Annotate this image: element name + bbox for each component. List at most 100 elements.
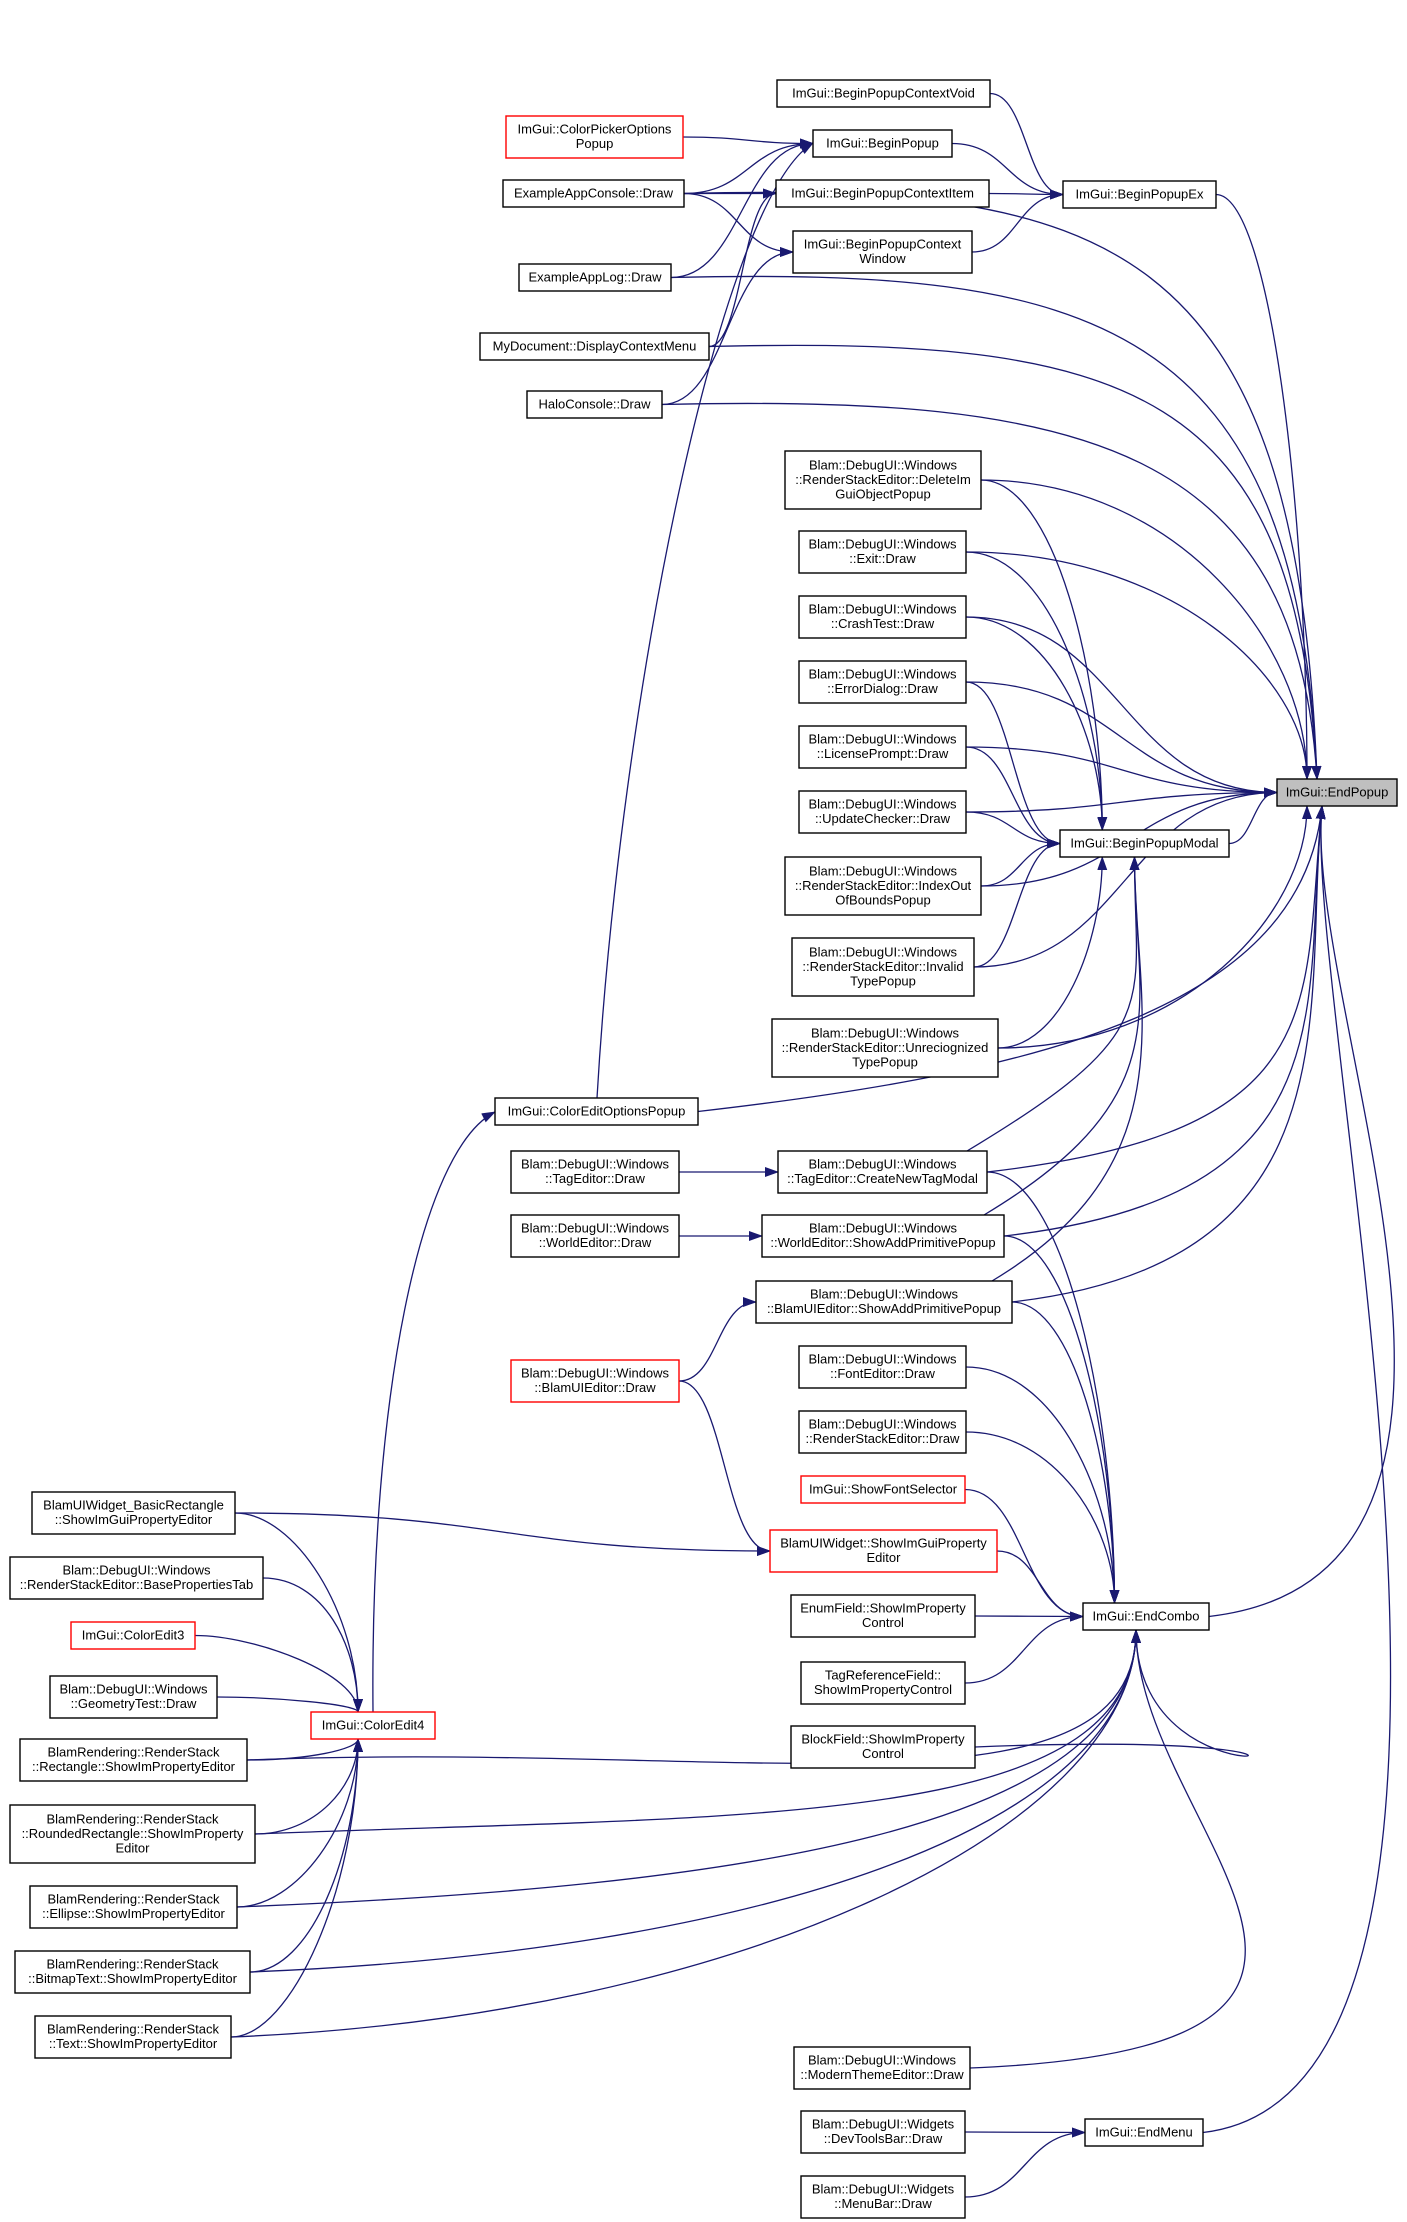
node-label-line: TagReferenceField:: [825,1668,941,1683]
node-label-line: Blam::DebugUI::Windows [521,1221,670,1236]
node-menubar[interactable]: Blam::DebugUI::Widgets::MenuBar::Draw [800,2175,966,2219]
node-enumfield[interactable]: EnumField::ShowImPropertyControl [790,1594,976,1638]
node-beginpopup[interactable]: ImGui::BeginPopup [812,129,953,158]
node-label-line: ::BlamUIEditor::Draw [534,1380,656,1395]
node-label-line: ::GeometryTest::Draw [71,1696,197,1711]
node-box [70,1621,196,1650]
node-box [14,1950,251,1994]
node-deleteimgui[interactable]: Blam::DebugUI::Windows::RenderStackEdito… [784,450,982,510]
node-createnewtagmodal[interactable]: Blam::DebugUI::Windows::TagEditor::Creat… [777,1150,988,1194]
node-exampleapplog[interactable]: ExampleAppLog::Draw [518,263,672,292]
edge-enumfield-to-endcombo [974,1611,1084,1622]
node-blamuiwidgetshow[interactable]: BlamUIWidget::ShowImGuiPropertyEditor [769,1529,998,1573]
node-box [775,179,990,208]
node-box [494,1097,699,1126]
edge-haloconsole-to-endpopup [661,402,1322,780]
node-rstext[interactable]: BlamRendering::RenderStack::Text::ShowIm… [34,2015,232,2059]
node-coloredit3[interactable]: ImGui::ColorEdit3 [70,1621,196,1650]
node-label-line: TypePopup [852,1054,918,1069]
node-box [761,1214,1005,1258]
node-rsbitmaptext[interactable]: BlamRendering::RenderStack::BitmapText::… [14,1950,251,1994]
node-label-line: ExampleAppConsole::Draw [514,185,674,200]
edge-indexoutofbounds-to-beginpopupmodal [980,838,1061,887]
node-box [784,856,982,916]
node-exampleappconsole[interactable]: ExampleAppConsole::Draw [502,179,685,208]
node-modernthemeeditor[interactable]: Blam::DebugUI::Windows::ModernThemeEdito… [793,2046,971,2090]
node-licenseprompt[interactable]: Blam::DebugUI::Windows::LicensePrompt::D… [798,725,967,769]
node-tagreferencefield[interactable]: TagReferenceField::ShowImPropertyControl [800,1661,966,1705]
node-updatechecker[interactable]: Blam::DebugUI::Windows::UpdateChecker::D… [798,790,967,834]
node-fonteditor[interactable]: Blam::DebugUI::Windows::FontEditor::Draw [798,1345,967,1389]
edge-updatechecker-to-endpopup [965,787,1278,813]
edge-blamuiaddprimitive-to-beginpopupmodal [991,856,1143,1282]
node-rsroundedrect[interactable]: BlamRendering::RenderStack::RoundedRecta… [9,1804,256,1864]
edge-blamuieditordraw-to-blamuiaddprimitive [678,1297,757,1382]
node-box [502,179,685,208]
node-blamuiaddprimitive[interactable]: Blam::DebugUI::Windows::BlamUIEditor::Sh… [755,1280,1013,1324]
node-label-line: BlamRendering::RenderStack [47,1811,219,1826]
node-rsellipse[interactable]: BlamRendering::RenderStack::Ellipse::Sho… [29,1885,238,1929]
node-box [800,2110,966,2154]
node-unrecognized[interactable]: Blam::DebugUI::Windows::RenderStackEdito… [771,1018,999,1078]
node-box [798,1345,967,1389]
edge-modernthemeeditor-to-endcombo [969,1629,1246,2069]
node-label-line: BlamUIWidget::ShowImGuiProperty [780,1536,987,1551]
node-label-line: MyDocument::DisplayContextMenu [493,338,697,353]
node-geometrytest[interactable]: Blam::DebugUI::Windows::GeometryTest::Dr… [49,1675,218,1719]
node-label-line: ::MenuBar::Draw [834,2196,932,2211]
edge-basepropertiestab-to-coloredit4 [262,1577,363,1713]
node-worldaddprimitive[interactable]: Blam::DebugUI::Windows::WorldEditor::Sho… [761,1214,1005,1258]
node-indexoutofbounds[interactable]: Blam::DebugUI::Windows::RenderStackEdito… [784,856,982,916]
node-errordialog[interactable]: Blam::DebugUI::Windows::ErrorDialog::Dra… [798,660,967,704]
edge-rsbitmaptext-to-coloredit4 [249,1738,363,1973]
node-beginpopupmodal[interactable]: ImGui::BeginPopupModal [1059,829,1230,858]
node-box [29,1885,238,1929]
node-label-line: ::BlamUIEditor::ShowAddPrimitivePopup [767,1301,1001,1316]
node-label-line: Blam::DebugUI::Widgets [812,2117,955,2132]
node-showfontselector[interactable]: ImGui::ShowFontSelector [800,1475,966,1504]
node-label-line: ImGui::ColorEdit4 [322,1717,425,1732]
node-tageditordraw[interactable]: Blam::DebugUI::Windows::TagEditor::Draw [510,1150,680,1194]
node-coloredit4[interactable]: ImGui::ColorEdit4 [310,1711,436,1740]
node-basicrectangle[interactable]: BlamUIWidget_BasicRectangle::ShowImGuiPr… [31,1491,236,1535]
node-endcombo[interactable]: ImGui::EndCombo [1082,1602,1210,1631]
node-beginpopupcontextitem[interactable]: ImGui::BeginPopupContextItem [775,179,990,208]
edge-rsrectangle-to-endcombo [246,1629,1141,1765]
node-worldeditordraw[interactable]: Blam::DebugUI::Windows::WorldEditor::Dra… [510,1214,680,1258]
node-label-line: Blam::DebugUI::Windows [808,667,957,682]
node-beginpopupcontextvoid[interactable]: ImGui::BeginPopupContextVoid [776,79,991,108]
edge-blamuiaddprimitive-to-endpopup [1011,805,1326,1303]
edge-blamuieditordraw-to-blamuiwidgetshow [678,1380,771,1556]
node-blockfield[interactable]: BlockField::ShowImPropertyControl [790,1725,976,1769]
node-box [790,1594,976,1638]
node-renderstackeditordraw[interactable]: Blam::DebugUI::Windows::RenderStackEdito… [798,1410,967,1454]
node-label-line: HaloConsole::Draw [539,396,652,411]
node-haloconsole[interactable]: HaloConsole::Draw [526,390,663,419]
node-label-line: BlamRendering::RenderStack [47,2022,219,2037]
edge-geometrytest-to-coloredit4 [216,1696,363,1713]
node-exitdraw[interactable]: Blam::DebugUI::Windows::Exit::Draw [798,530,967,574]
node-basepropertiestab[interactable]: Blam::DebugUI::Windows::RenderStackEdito… [9,1556,264,1600]
node-coloreditoptionspopup[interactable]: ImGui::ColorEditOptionsPopup [494,1097,699,1126]
edge-fonteditor-to-endcombo [965,1366,1120,1604]
node-box [1084,2118,1204,2147]
edge-crashtest-to-endpopup [965,616,1278,798]
node-box [769,1529,998,1573]
node-crashtest[interactable]: Blam::DebugUI::Windows::CrashTest::Draw [798,595,967,639]
edge-deleteimgui-to-endpopup [980,479,1312,780]
edge-coloreditoptionspopup-to-beginpopup [596,142,814,1099]
edge-blamuiwidgetshow-to-endcombo [996,1550,1084,1622]
node-beginpopupex[interactable]: ImGui::BeginPopupEx [1062,180,1217,209]
node-devtoolsbar[interactable]: Blam::DebugUI::Widgets::DevToolsBar::Dra… [800,2110,966,2154]
node-blamuieditordraw[interactable]: Blam::DebugUI::Windows::BlamUIEditor::Dr… [510,1359,680,1403]
node-mydocument[interactable]: MyDocument::DisplayContextMenu [479,332,710,361]
node-invalidtype[interactable]: Blam::DebugUI::Windows::RenderStackEdito… [791,937,975,997]
node-label-line: ImGui::EndMenu [1095,2124,1193,2139]
node-rsrectangle[interactable]: BlamRendering::RenderStack::Rectangle::S… [19,1738,248,1782]
edge-beginpopupcontextwindow-to-beginpopupex [971,189,1064,253]
node-endpopup[interactable]: ImGui::EndPopup [1276,778,1398,807]
node-label-line: ::CrashTest::Draw [831,616,935,631]
node-endmenu[interactable]: ImGui::EndMenu [1084,2118,1204,2147]
